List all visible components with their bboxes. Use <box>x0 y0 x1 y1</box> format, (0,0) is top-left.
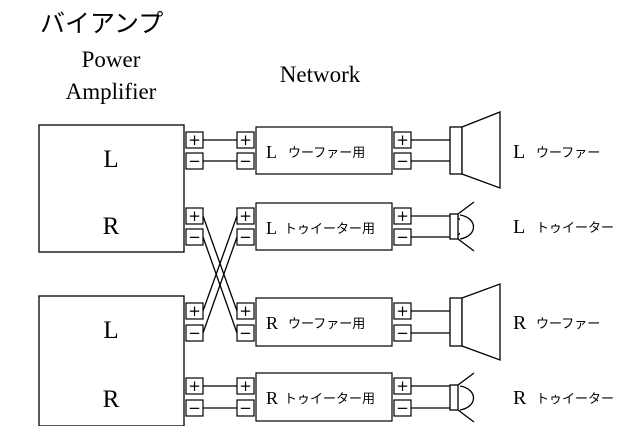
speaker-channel: L <box>513 216 525 238</box>
network-channel: R <box>266 388 278 408</box>
plus-sign: + <box>188 377 201 395</box>
minus-sign: − <box>396 399 409 417</box>
speaker-labels: L ウーファー L トゥイーター R ウーファー R トゥイーター <box>513 141 614 409</box>
diagram-title: バイアンプ <box>40 9 163 38</box>
speaker-label: ウーファー <box>536 317 600 332</box>
plus-sign: + <box>396 207 409 225</box>
amp-channel-label: R <box>103 213 120 240</box>
network-boxes <box>255 126 393 422</box>
speaker-label: トゥイーター <box>536 221 614 236</box>
network-label: ウーファー用 <box>288 317 365 332</box>
plus-sign: + <box>188 302 201 320</box>
network-label: ウーファー用 <box>288 146 365 161</box>
minus-sign: − <box>188 228 201 246</box>
network-label: トゥイーター用 <box>284 222 375 237</box>
network-label: トゥイーター用 <box>284 392 375 407</box>
wire <box>202 215 238 312</box>
network-output-terminals <box>393 131 412 417</box>
minus-sign: − <box>396 324 409 342</box>
amplifier-1: L R <box>38 124 185 253</box>
amp-to-network-wires <box>202 139 238 409</box>
network-channel: L <box>266 218 277 238</box>
plus-sign: + <box>188 131 201 149</box>
tweeter-icon <box>449 372 475 423</box>
speaker-channel: L <box>513 141 525 163</box>
network-channel: L <box>266 142 277 162</box>
plus-sign: + <box>396 377 409 395</box>
tweeter-icon <box>449 201 475 252</box>
wire <box>202 236 238 334</box>
plus-sign: + <box>239 377 252 395</box>
amp-header-line2: Amplifier <box>66 79 157 104</box>
minus-sign: − <box>396 152 409 170</box>
terminal-signs: + − + − + − + − + − + − + − + − + − + − … <box>188 131 409 417</box>
network-channel: R <box>266 313 278 333</box>
network-box <box>255 372 393 422</box>
amplifier-box <box>38 295 185 426</box>
speaker-label: ウーファー <box>536 146 600 161</box>
minus-sign: − <box>239 324 252 342</box>
speaker-label: トゥイーター <box>536 392 614 407</box>
speaker-channel: R <box>513 312 527 334</box>
network-box <box>255 126 393 175</box>
network-box <box>255 297 393 347</box>
minus-sign: − <box>188 324 201 342</box>
plus-sign: + <box>396 131 409 149</box>
plus-sign: + <box>239 207 252 225</box>
plus-sign: + <box>239 302 252 320</box>
network-box <box>255 202 393 251</box>
speaker-channel: R <box>513 387 527 409</box>
amplifier-box <box>38 124 185 253</box>
amp-channel-label: L <box>103 146 118 173</box>
amp-header-line1: Power <box>82 47 141 72</box>
amplifier-2: L R <box>38 295 185 426</box>
network-labels: L ウーファー用 L トゥイーター用 R ウーファー用 R トゥイーター用 <box>266 142 375 408</box>
minus-sign: − <box>239 399 252 417</box>
network-to-speaker-wires <box>411 139 450 409</box>
amp-terminals <box>185 131 204 417</box>
minus-sign: − <box>239 228 252 246</box>
amp-channel-label: R <box>103 386 120 413</box>
network-input-terminals <box>236 131 255 417</box>
minus-sign: − <box>188 399 201 417</box>
woofer-icon <box>449 283 501 361</box>
plus-sign: + <box>239 131 252 149</box>
minus-sign: − <box>188 152 201 170</box>
minus-sign: − <box>239 152 252 170</box>
minus-sign: − <box>396 228 409 246</box>
amp-channel-label: L <box>103 317 118 344</box>
plus-sign: + <box>396 302 409 320</box>
network-header: Network <box>280 62 361 87</box>
woofer-icon <box>449 111 501 189</box>
plus-sign: + <box>188 207 201 225</box>
